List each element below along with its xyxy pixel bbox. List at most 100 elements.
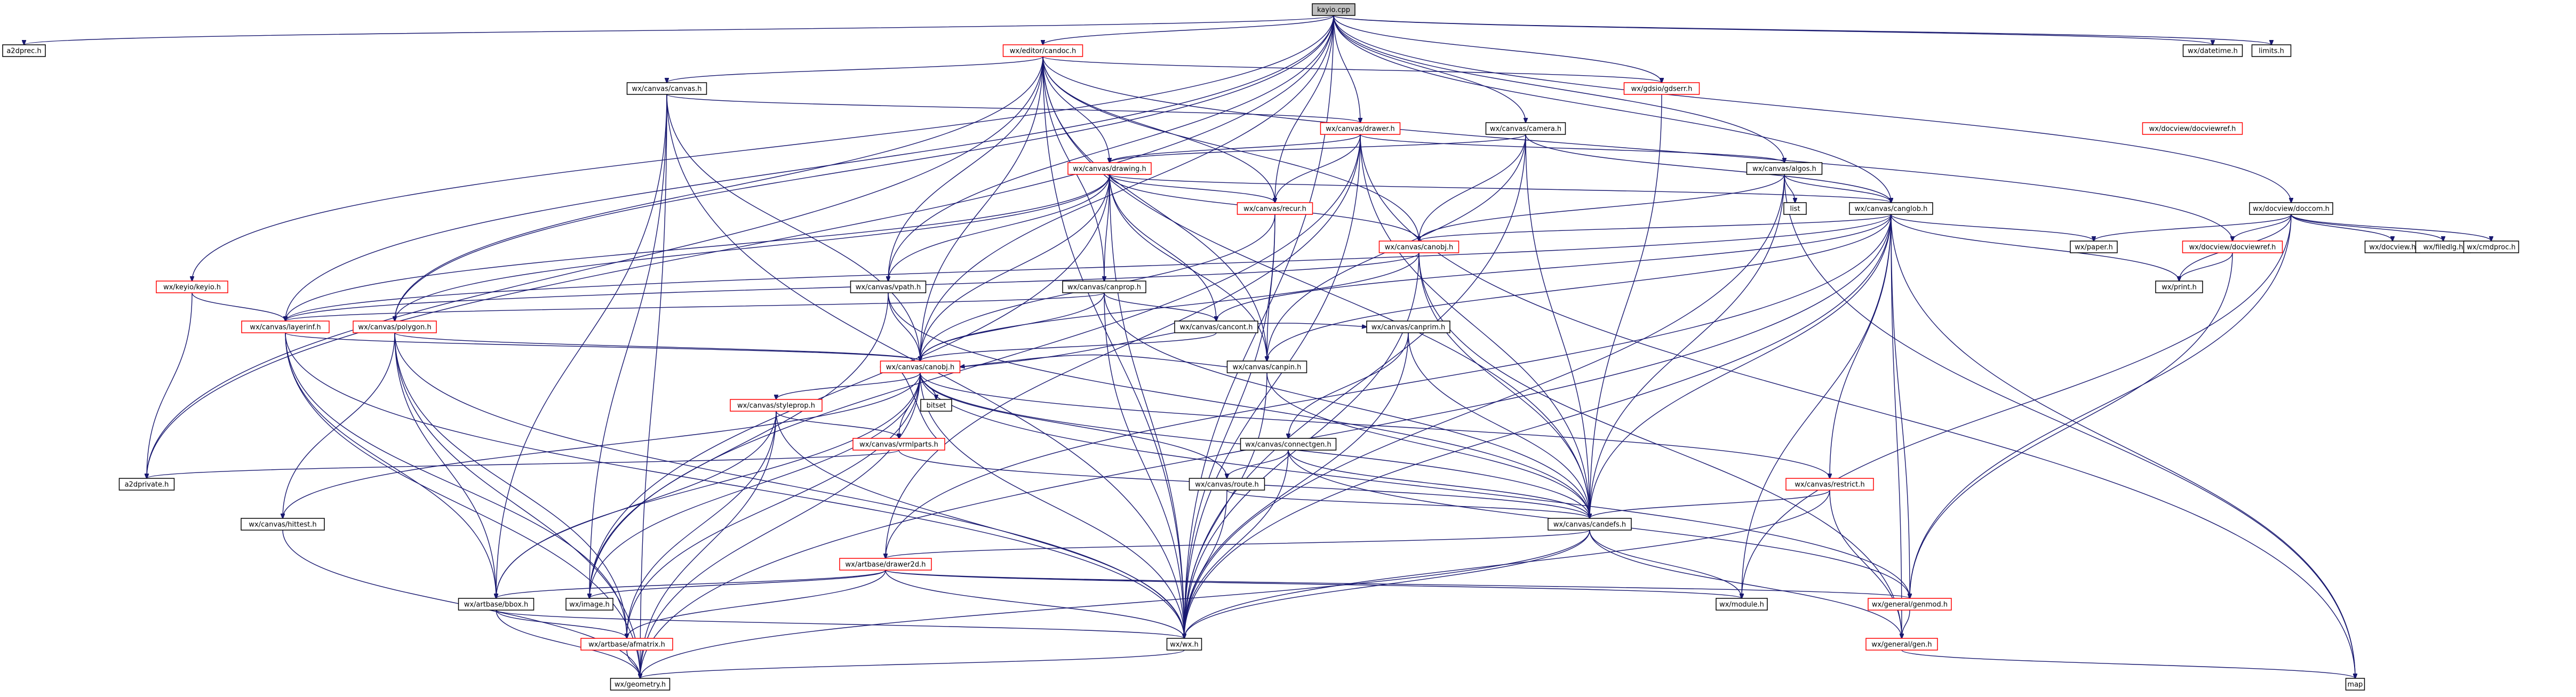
edge-canvas-drawing-h-to-canvas-vpath-h <box>888 174 1110 281</box>
node-box <box>580 638 673 651</box>
node-geometry-h[interactable]: wx/geometry.h <box>610 678 671 691</box>
node-canvas-canobj2-h[interactable]: wx/canvas/canobj.h <box>880 360 961 373</box>
node-box <box>1716 598 1768 611</box>
node-label: wx/canvas/canobj.h <box>886 364 954 372</box>
node-box <box>610 678 671 691</box>
edge-kayio-cpp-to-canvas-recur-h <box>1275 15 1334 203</box>
edge-canvas-algos-h-to-canvas-canglob-h <box>1784 174 1891 203</box>
edge-kayio-cpp-to-a2dprivate-h <box>147 15 1334 478</box>
node-canvas-candefs-h[interactable]: wx/canvas/candefs.h <box>1548 518 1632 531</box>
node-editor-candoc-h[interactable]: wx/editor/candoc.h <box>1002 44 1083 57</box>
node-map-h[interactable]: map <box>2345 678 2365 691</box>
node-keyio-keyio-h[interactable]: wx/keyio/keyio.h <box>156 281 228 293</box>
node-canvas-algos-h[interactable]: wx/canvas/algos.h <box>1746 162 1823 175</box>
node-label: wx/canvas/hittest.h <box>249 521 316 529</box>
node-label: wx/datetime.h <box>2188 47 2238 55</box>
edge-canvas-canglob-h-to-general-gen-h <box>1891 214 1902 638</box>
node-list-h[interactable]: list <box>1783 202 1807 215</box>
node-canvas-drawer-h[interactable]: wx/canvas/drawer.h <box>1320 122 1401 135</box>
edge-kayio-cpp-to-canvas-camera-h <box>1333 15 1526 123</box>
node-wx-h[interactable]: wx/wx.h <box>1166 638 1202 651</box>
node-canvas-recur-h[interactable]: wx/canvas/recur.h <box>1237 202 1313 215</box>
node-artbase-bbox-h[interactable]: wx/artbase/bbox.h <box>458 598 535 611</box>
edge-canvas-canvas-h-to-canvas-canobj2-h <box>666 94 920 361</box>
node-box <box>118 478 175 491</box>
node-artbase-drawer2d-h[interactable]: wx/artbase/drawer2d.h <box>839 558 932 571</box>
edge-canvas-polygon-h-to-geometry-h <box>394 332 640 678</box>
edge-canvas-canprop-h-to-canvas-layerinf-h <box>285 292 1105 321</box>
node-a2dprivate-h[interactable]: a2dprivate.h <box>118 478 175 491</box>
edge-artbase-bbox-h-to-wx-h <box>496 610 1184 638</box>
node-datetime-h[interactable]: wx/datetime.h <box>2182 44 2243 57</box>
edge-kayio-cpp-to-canvas-canobj2-h <box>920 15 1334 361</box>
node-gdsio-gdserr-h[interactable]: wx/gdsio/gdserr.h <box>1623 82 1700 95</box>
edge-kayio-cpp-to-canvas-drawer-h <box>1333 15 1360 123</box>
edge-canvas-layerinf-h-to-geometry-h <box>285 332 640 678</box>
node-general-gen-h[interactable]: wx/general/gen.h <box>1865 638 1938 651</box>
node-label: wx/docview/docviewref.h <box>2149 125 2236 133</box>
node-bitset-h[interactable]: bitset <box>920 399 952 412</box>
edge-canvas-vpath-h-to-canvas-candefs-h <box>888 292 1590 518</box>
node-label: wx/canvas/canvas.h <box>632 85 701 93</box>
node-label: wx/print.h <box>2162 284 2197 292</box>
node-label: wx/canvas/candefs.h <box>1553 521 1626 529</box>
node-paper-h[interactable]: wx/paper.h <box>2070 241 2118 253</box>
node-artbase-afmatrix-h[interactable]: wx/artbase/afmatrix.h <box>580 638 673 651</box>
node-docview-docviewref-h[interactable]: wx/docview/docviewref.h <box>2182 241 2283 253</box>
node-canvas-canglob-h[interactable]: wx/canvas/canglob.h <box>1849 202 1933 215</box>
edge-canvas-canprim-h-to-canvas-connectgen-h <box>1288 332 1409 438</box>
node-canvas-polygon-h[interactable]: wx/canvas/polygon.h <box>353 321 437 333</box>
node-box <box>1378 241 1460 253</box>
node-print-h[interactable]: wx/print.h <box>2155 281 2203 293</box>
edge-canvas-drawer-h-to-canvas-algos-h <box>1360 134 1784 163</box>
node-canvas-connectgen-h[interactable]: wx/canvas/connectgen.h <box>1240 438 1337 451</box>
node-cmdproc-h[interactable]: wx/cmdproc.h <box>2463 241 2519 253</box>
node-canvas-hittest-h[interactable]: wx/canvas/hittest.h <box>241 518 325 531</box>
node-limits-h[interactable]: limits.h <box>2251 44 2292 57</box>
node-canvas-canvas-h[interactable]: wx/canvas/canvas.h <box>626 82 707 95</box>
node-canvas-vpath-h[interactable]: wx/canvas/vpath.h <box>850 281 927 293</box>
edge-canvas-connectgen-h-to-canvas-candefs-h <box>1288 450 1590 518</box>
node-canvas-canpin-h[interactable]: wx/canvas/canpin.h <box>1226 360 1307 373</box>
edge-editor-candoc-h-to-canvas-recur-h <box>1042 56 1275 203</box>
node-label: wx/canvas/camera.h <box>1490 125 1561 133</box>
node-canvas-layerinf-h[interactable]: wx/canvas/layerinf.h <box>241 321 330 333</box>
node-kayio-cpp[interactable]: kayio.cpp <box>1312 3 1355 16</box>
node-canvas-route-h[interactable]: wx/canvas/route.h <box>1189 478 1265 491</box>
node-docview-docviewref-h-top[interactable]: wx/docview/docviewref.h <box>2142 122 2243 135</box>
node-canvas-cancont-h[interactable]: wx/canvas/cancont.h <box>1174 321 1258 333</box>
edge-kayio-cpp-to-gdsio-gdserr-h <box>1333 15 1662 83</box>
edge-canvas-drawing-h-to-canvas-canglob-h <box>1109 174 1891 203</box>
node-canvas-drawing-h[interactable]: wx/canvas/drawing.h <box>1067 162 1152 175</box>
edge-docview-doccom-h-to-module-h <box>1742 214 2292 598</box>
edge-canvas-canglob-h-to-canvas-canobj-h <box>1419 214 1892 241</box>
edge-kayio-cpp-to-docview-doccom-h <box>1333 15 2291 203</box>
node-filedlg-h[interactable]: wx/filedlg.h <box>2415 241 2471 253</box>
edge-canvas-restrict-h-to-canvas-candefs-h <box>1590 490 1830 518</box>
edge-canvas-polygon-h-to-artbase-afmatrix-h <box>394 332 627 638</box>
node-canvas-canprim-h[interactable]: wx/canvas/canprim.h <box>1366 321 1450 333</box>
node-module-h[interactable]: wx/module.h <box>1716 598 1768 611</box>
node-docview-doccom-h[interactable]: wx/docview/doccom.h <box>2249 202 2333 215</box>
edge-canvas-polygon-h-to-canvas-hittest-h <box>283 332 395 518</box>
node-canvas-restrict-h[interactable]: wx/canvas/restrict.h <box>1785 478 1874 491</box>
node-docview-h[interactable]: wx/docview.h <box>2364 241 2421 253</box>
node-canvas-canobj-h[interactable]: wx/canvas/canobj.h <box>1378 241 1460 253</box>
node-canvas-styleprop-h[interactable]: wx/canvas/styleprop.h <box>730 399 823 412</box>
edge-docview-doccom-h-to-general-genmod-h <box>1910 214 2292 598</box>
node-box <box>1237 202 1313 215</box>
node-box <box>852 438 945 451</box>
edge-canvas-drawer-h-to-image-h <box>589 134 1361 598</box>
node-a2dprec-h[interactable]: a2dprec.h <box>2 44 46 57</box>
edge-canvas-canglob-h-to-canvas-canpin-h <box>1267 214 1892 361</box>
node-canvas-vrmlparts-h[interactable]: wx/canvas/vrmlparts.h <box>852 438 945 451</box>
edge-canvas-camera-h-to-canvas-drawing-h <box>1110 134 1526 163</box>
node-canvas-camera-h[interactable]: wx/canvas/camera.h <box>1485 122 1566 135</box>
node-canvas-canprop-h[interactable]: wx/canvas/canprop.h <box>1062 281 1146 293</box>
edge-canvas-drawing-h-to-canvas-canpin-h <box>1109 174 1267 361</box>
node-image-h[interactable]: wx/image.h <box>565 598 613 611</box>
edge-wx-h-to-geometry-h <box>640 650 1185 678</box>
node-general-genmod-h[interactable]: wx/general/genmod.h <box>1868 598 1952 611</box>
node-label: map <box>2348 681 2363 689</box>
node-label: wx/canvas/route.h <box>1195 481 1259 489</box>
